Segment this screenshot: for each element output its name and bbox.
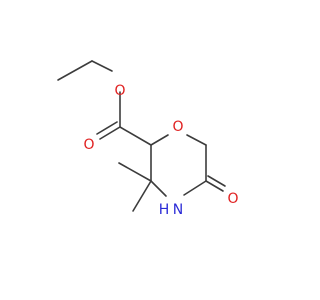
bond-carbonyl-double-b [96,121,118,135]
ester-oxygen-label: O [114,83,125,99]
bond-ch2-o [91,60,113,72]
bond-ch3-ch2 [57,60,93,81]
ketone-oxygen-label: O [227,191,238,207]
bond-c3-methyl-a [118,162,152,182]
bond-o1-c6 [186,134,207,146]
ring-oxygen-label: O [172,119,183,135]
bond-c5-n4 [183,180,207,196]
bond-carbonyl-double-a [99,126,121,140]
amine-hydrogen-label: H [159,202,170,218]
molecule-drawing: O O O N H O [57,60,239,218]
structure-canvas: O O O N H O [57,60,239,218]
bond-ketone-double-b [207,175,226,187]
bond-c3-methyl-b [132,180,152,212]
bond-carbonyl-c2 [119,126,152,146]
carbonyl-oxygen-label: O [83,137,94,153]
bond-c2-o1 [150,134,169,146]
ring-nitrogen-label: N [173,202,183,218]
bond-ketone-double-a [205,180,224,192]
bond-n4-c3 [150,180,167,197]
